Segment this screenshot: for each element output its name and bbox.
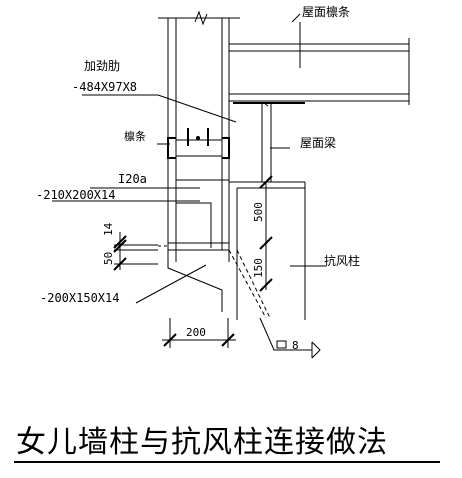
dim-200: 200 bbox=[186, 326, 206, 339]
label-column-section: I20a bbox=[118, 172, 147, 186]
roof-purlin-member bbox=[228, 38, 410, 105]
dim-50: 50 bbox=[102, 252, 115, 265]
leader-lines bbox=[52, 13, 326, 304]
label-purlin: 檩条 bbox=[124, 129, 146, 143]
drawing-title: 女儿墙柱与抗风柱连接做法 bbox=[16, 425, 388, 460]
wind-column-member bbox=[228, 181, 306, 320]
dim-weld: 8 bbox=[292, 339, 299, 352]
dimension-vertical-left bbox=[113, 232, 158, 271]
stiffener-plate bbox=[176, 104, 230, 181]
hidden-lines bbox=[158, 245, 271, 319]
label-wind-column: 抗风柱 bbox=[324, 253, 360, 268]
roof-beam-member bbox=[233, 102, 305, 182]
connection-plates bbox=[167, 202, 230, 312]
dim-14: 14 bbox=[102, 222, 115, 236]
weld-symbol bbox=[259, 317, 321, 359]
label-plate-1: -210X200X14 bbox=[36, 188, 115, 202]
dimension-vertical-right bbox=[259, 175, 273, 292]
label-roof-beam: 屋面梁 bbox=[300, 135, 336, 150]
label-stiffener-size: -484X97X8 bbox=[72, 80, 137, 94]
dim-150: 150 bbox=[252, 258, 265, 278]
dimension-horizontal-200 bbox=[162, 318, 236, 348]
dim-500: 500 bbox=[252, 202, 265, 222]
label-plate-2: -200X150X14 bbox=[40, 291, 119, 305]
label-stiffener: 加劲肋 bbox=[84, 58, 120, 73]
label-roof-purlin: 屋面檩条 bbox=[302, 4, 350, 19]
parapet-column bbox=[158, 10, 240, 250]
purlin-channel bbox=[167, 128, 230, 159]
